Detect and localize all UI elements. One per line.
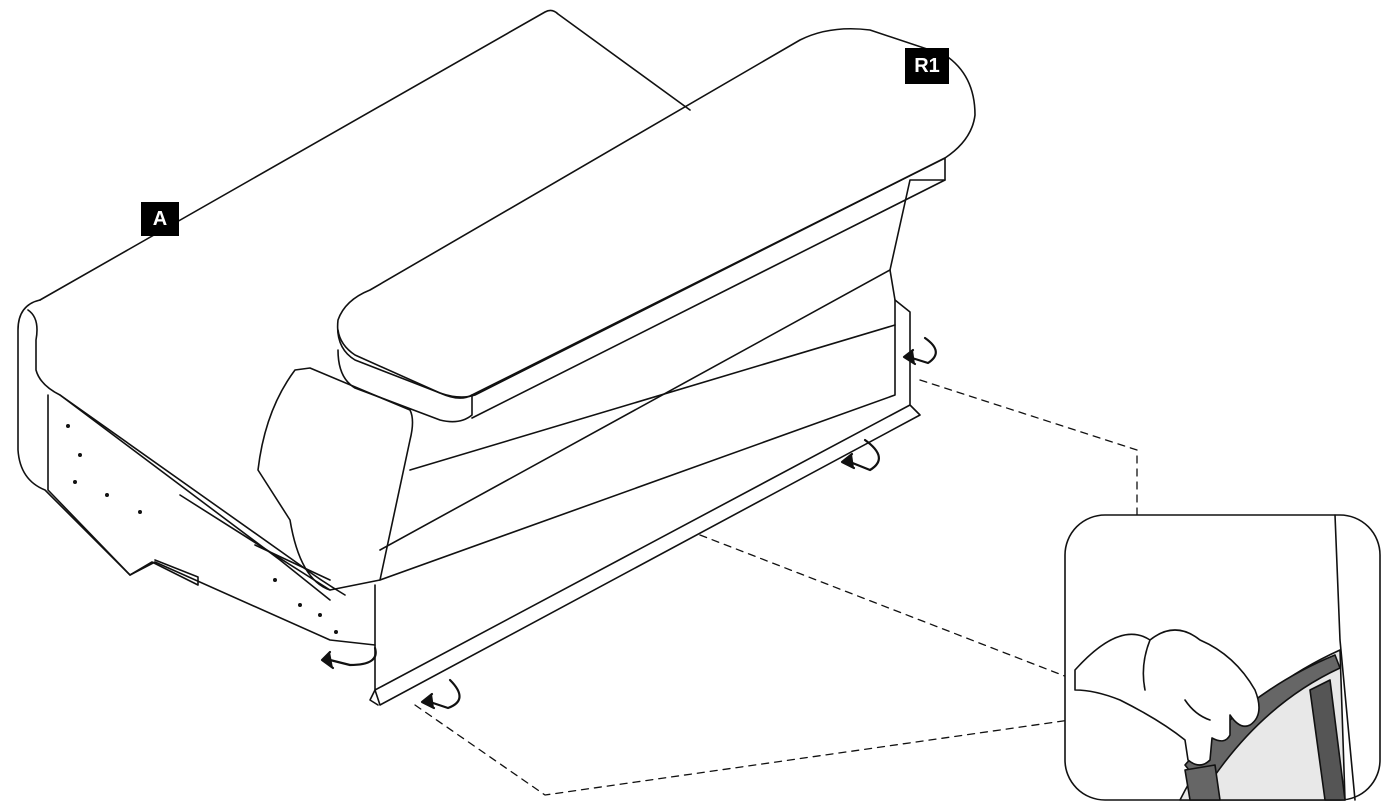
arm-seam-2: [409, 324, 896, 471]
arm-support: [257, 367, 414, 591]
inset-panel-edge: [1334, 514, 1356, 801]
curved-arrow-icon: [902, 336, 937, 366]
hand-icon: [1074, 629, 1260, 766]
seat-left-face: [17, 299, 376, 646]
arm-seam-1: [379, 269, 891, 551]
part-label-a: A: [141, 202, 179, 236]
part-label-r1: R1: [905, 48, 949, 84]
leader-lines: [414, 379, 1138, 796]
seat-frame-rail: [179, 494, 331, 591]
screw-holes: [66, 424, 338, 634]
curved-arrow-icon: [420, 678, 461, 710]
armrest-front-face: [471, 157, 946, 419]
curved-arrow-icon: [320, 646, 377, 670]
seat-bottom-panel: [47, 394, 199, 586]
front-panel-bottom: [369, 689, 379, 706]
velcro-strip-icon: [1309, 679, 1346, 801]
seat-back-top: [39, 9, 691, 301]
seat-bottom-edge: [59, 394, 346, 596]
seat-frame-rail-2: [254, 544, 331, 581]
armrest-side: [337, 329, 473, 423]
velcro-strip-icon: [1184, 764, 1221, 801]
curved-arrow-icon: [840, 438, 880, 472]
detail-inset: [1064, 514, 1381, 801]
front-panel: [374, 299, 921, 706]
arm-support-right: [379, 179, 946, 581]
seat-left-inner: [27, 309, 331, 601]
